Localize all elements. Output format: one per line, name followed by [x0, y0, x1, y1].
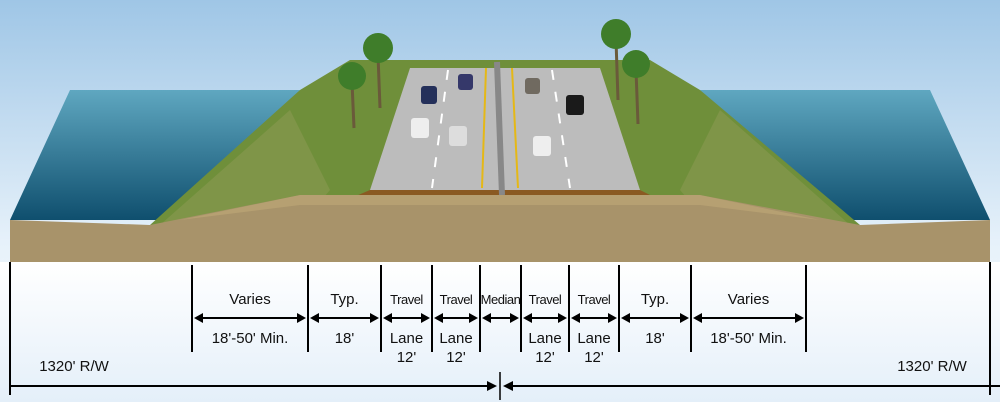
arrowhead — [795, 313, 804, 323]
soil-top-shade — [180, 195, 820, 220]
arrowhead — [558, 313, 567, 323]
water-left — [10, 90, 300, 220]
segment-label-top: Travel — [578, 292, 611, 307]
segment-label-extra: 12' — [584, 349, 604, 366]
segment-label-bottom: Lane — [577, 330, 610, 347]
segment-label-top: Varies — [728, 291, 769, 308]
arrowhead — [680, 313, 689, 323]
yellow-line-right — [511, 67, 519, 189]
arrowhead — [503, 381, 513, 391]
segment-label-top: Travel — [390, 292, 423, 307]
arrowhead — [421, 313, 430, 323]
palm-trees — [338, 19, 650, 129]
slope-shade-right — [680, 110, 850, 225]
arrowhead — [608, 313, 617, 323]
rw-label-right: 1320' R/W — [897, 358, 967, 375]
dimension-lines — [9, 262, 991, 395]
segment-label-extra: 12' — [535, 349, 555, 366]
arrowhead — [383, 313, 392, 323]
segment-label-bottom: 18'-50' Min. — [212, 330, 289, 347]
segment-label-extra: 12' — [446, 349, 466, 366]
rw-label-left: 1320' R/W — [39, 358, 109, 375]
segment-label-top: Travel — [529, 292, 562, 307]
segment-label-top: Travel — [440, 292, 473, 307]
segment-label-top: Median — [481, 292, 521, 307]
arrowhead — [434, 313, 443, 323]
segment-label-bottom: Lane — [390, 330, 423, 347]
median-barrier — [494, 61, 505, 196]
vehicles — [411, 74, 584, 156]
arrowhead — [297, 313, 306, 323]
segment-label-bottom: 18' — [335, 330, 355, 347]
arrowhead — [571, 313, 580, 323]
yellow-line-left — [481, 67, 487, 189]
arrowhead — [482, 313, 491, 323]
segment-label-bottom: Lane — [439, 330, 472, 347]
arrowhead — [370, 313, 379, 323]
arrowhead — [621, 313, 630, 323]
segment-label-top: Varies — [229, 291, 270, 308]
segment-label-bottom: 18'-50' Min. — [710, 330, 787, 347]
arrowhead — [693, 313, 702, 323]
segment-label-bottom: 18' — [645, 330, 665, 347]
segment-label-bottom: Lane — [528, 330, 561, 347]
segment-label-extra: 12' — [397, 349, 417, 366]
road-surface — [370, 68, 640, 190]
soil-block — [10, 195, 990, 262]
arrowhead — [194, 313, 203, 323]
segment-label-top: Typ. — [641, 291, 669, 308]
water-right — [700, 90, 990, 220]
arrowhead — [523, 313, 532, 323]
arrowhead — [510, 313, 519, 323]
arrowhead — [487, 381, 497, 391]
arrowhead — [469, 313, 478, 323]
segment-label-top: Typ. — [330, 291, 358, 308]
arrowhead — [310, 313, 319, 323]
slope-shade-left — [160, 110, 330, 225]
